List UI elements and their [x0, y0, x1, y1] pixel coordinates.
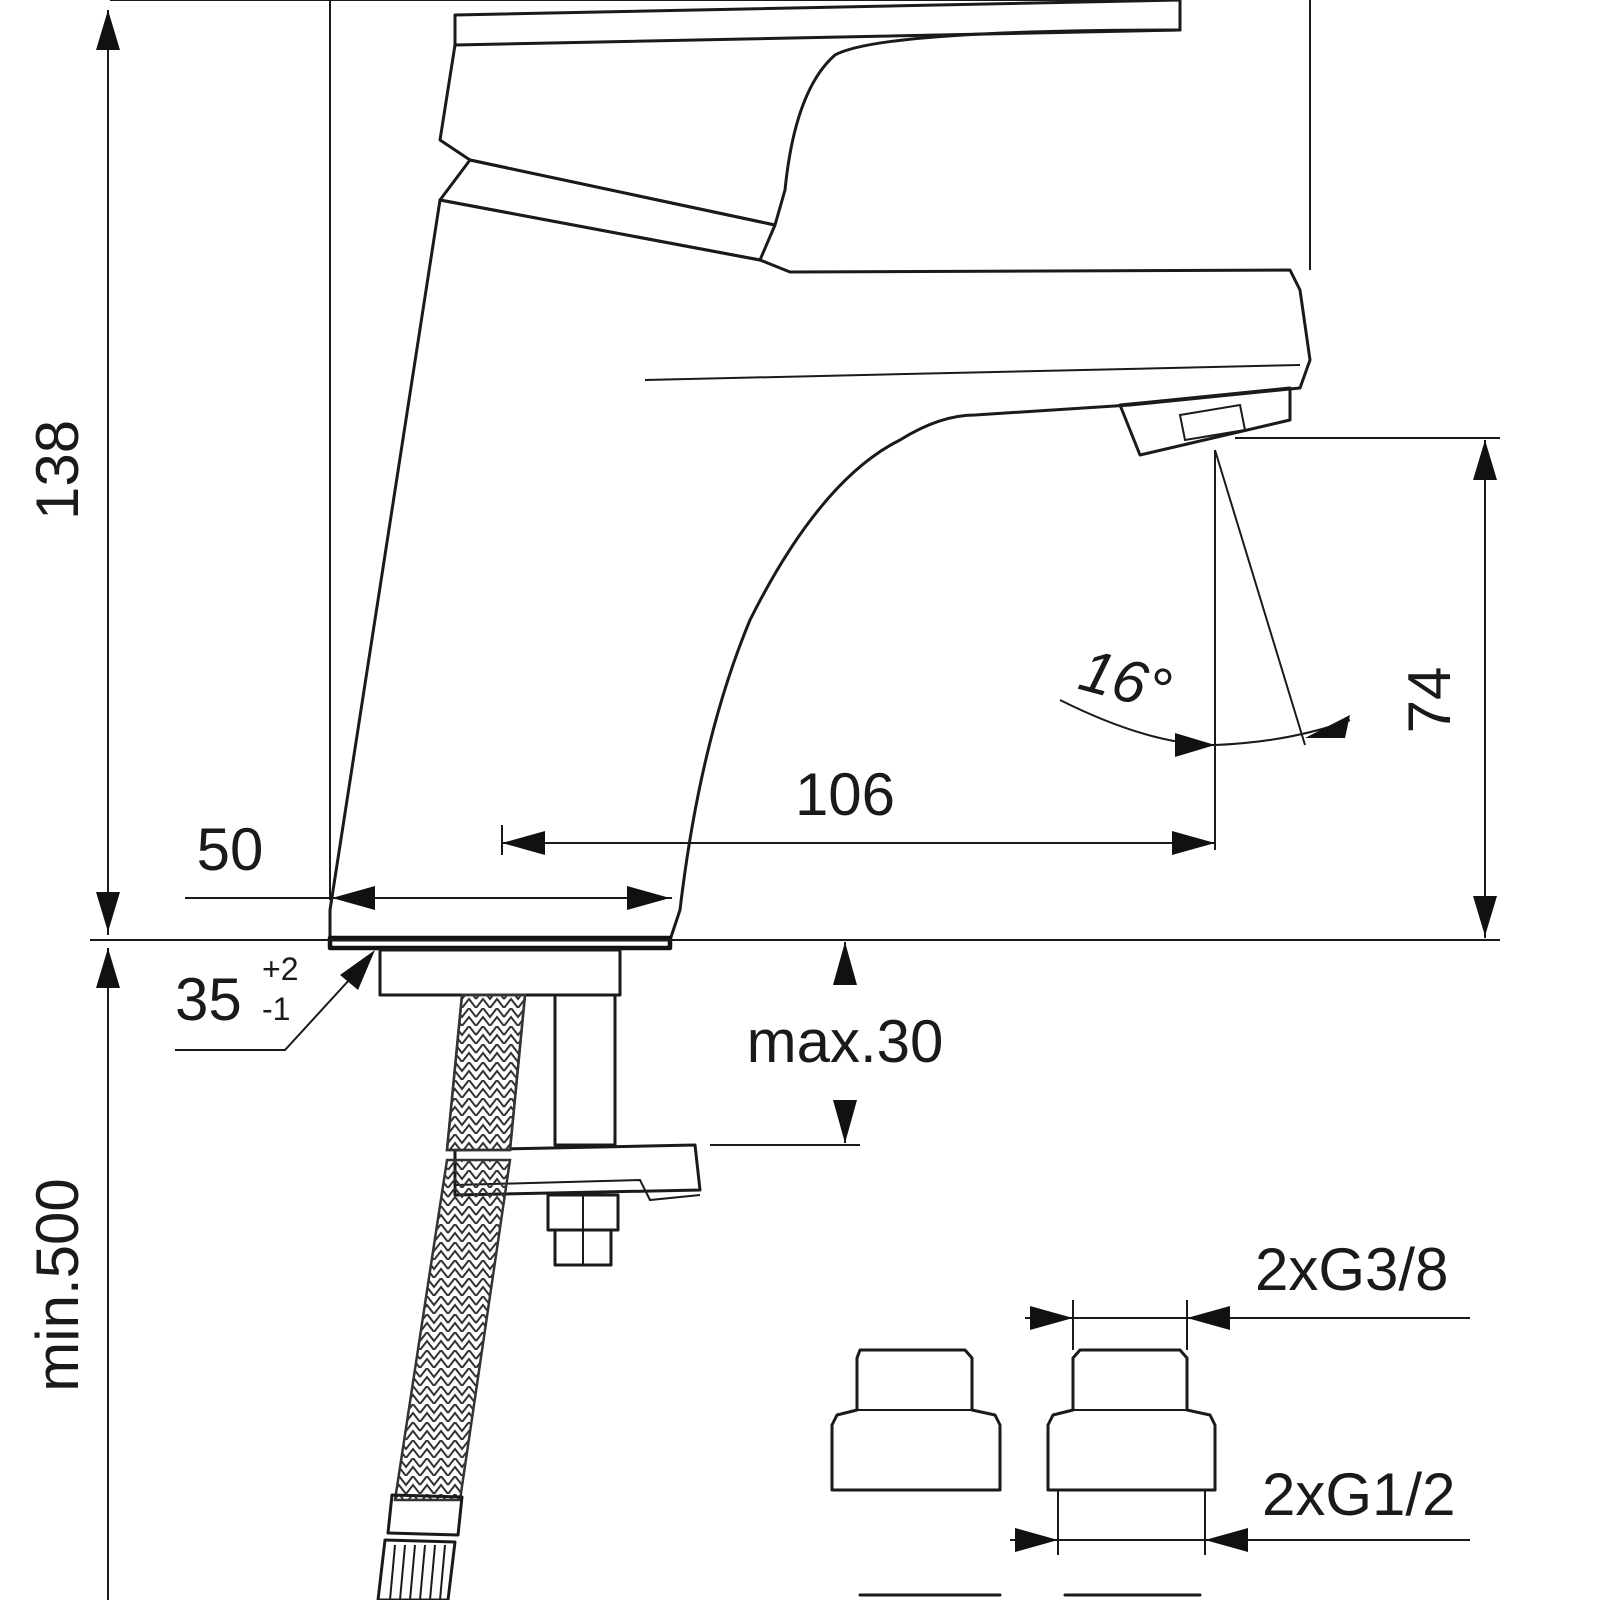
adapter-left [830, 1348, 1002, 1492]
dim-max-deck-label: max.30 [747, 1008, 944, 1075]
dim-hole-diameter-label: 35 [175, 966, 242, 1033]
dim-projection-label: 106 [795, 761, 895, 828]
dim-hole-tol-upper: +2 [262, 951, 298, 987]
dim-hole-diameter: 35 +2 -1 [175, 950, 375, 1051]
dim-base-diameter: 50 [185, 816, 672, 910]
dim-projection: 106 [501, 761, 1215, 855]
dim-spout-angle: 16° [1059, 449, 1351, 850]
dim-total-height-label: 138 [24, 420, 91, 520]
dim-spout-height-label: 74 [1396, 667, 1463, 734]
dim-hose-length-label: min.500 [24, 1178, 91, 1391]
dim-thread-large-label: 2xG1/2 [1262, 1461, 1455, 1528]
dim-spout-height: 74 [1235, 0, 1500, 938]
dim-spout-angle-label: 16° [1073, 636, 1178, 724]
dim-total-height: 138 [24, 0, 1180, 935]
faucet-body [328, 0, 1312, 942]
dim-thread-small: 2xG3/8 [1025, 1236, 1470, 1350]
dim-max-deck: max.30 [710, 942, 944, 1146]
dim-hose-length: min.500 [24, 948, 120, 1600]
dim-thread-small-label: 2xG3/8 [1255, 1236, 1448, 1303]
braided-hose [376, 993, 527, 1600]
dim-thread-large: 2xG1/2 [1010, 1461, 1470, 1555]
adapter-right [1046, 1348, 1217, 1492]
dim-hole-tol-lower: -1 [262, 991, 290, 1027]
dim-base-diameter-label: 50 [197, 816, 264, 883]
